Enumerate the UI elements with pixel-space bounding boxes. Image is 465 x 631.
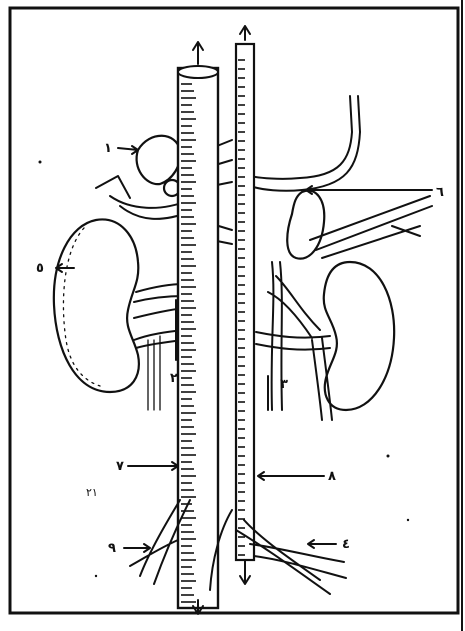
label-vessel: ٢ — [170, 371, 178, 386]
oblique-vessels — [310, 196, 432, 258]
label-kidney-right: ٥ — [36, 261, 44, 276]
cava-arrow — [240, 26, 250, 40]
vena-cava — [236, 44, 254, 560]
margin-note: ٢١ — [86, 486, 98, 499]
upper-right-vessel — [250, 96, 360, 179]
label-adrenal-right: ١ — [104, 141, 112, 156]
label-iliac-vein: ٤ — [342, 537, 350, 552]
cava-bottom-arrow — [240, 560, 250, 584]
aorta-arrow — [193, 42, 203, 64]
left-renal-vessels — [256, 332, 330, 350]
right-kidney — [54, 219, 139, 392]
left-kidney — [324, 262, 394, 410]
label-vena-cava: ٨ — [328, 469, 336, 484]
label-aorta: ٧ — [116, 459, 124, 474]
label-iliac-artery: ٩ — [108, 541, 116, 556]
label-adrenal-left: ٦ — [436, 185, 444, 200]
aorta — [178, 66, 218, 608]
iliac-branches-right — [210, 510, 330, 594]
label-ureter: ٣ — [280, 377, 288, 392]
right-ureter — [148, 336, 160, 410]
right-adrenal — [137, 136, 181, 184]
